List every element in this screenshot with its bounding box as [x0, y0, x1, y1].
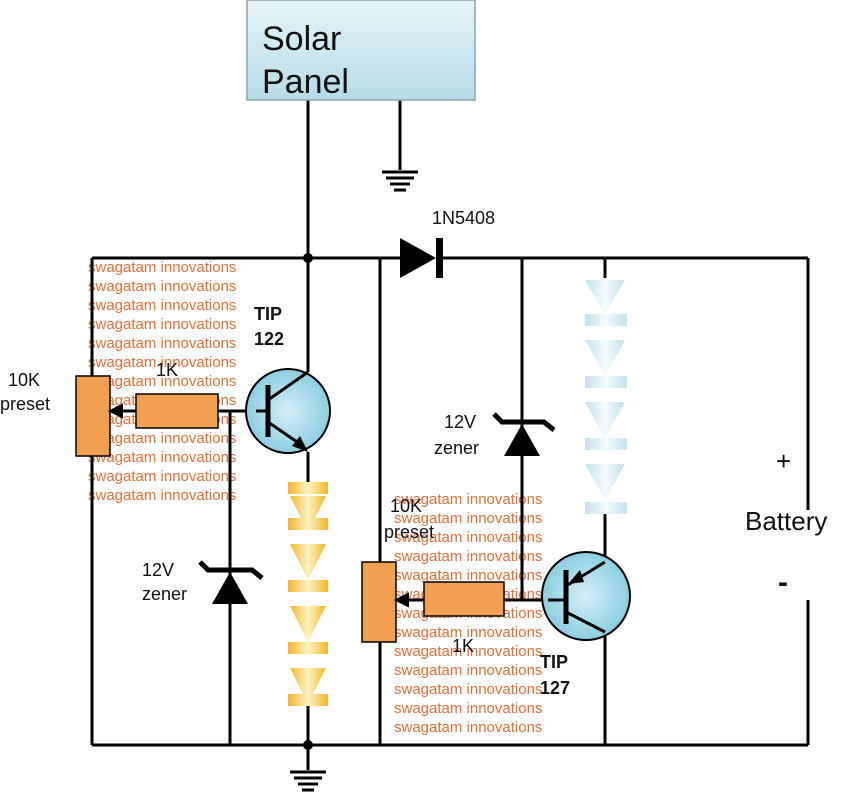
watermark-text: swagatam innovations [88, 468, 236, 485]
right-resistor-body [423, 581, 505, 617]
tip122-label-line1: TIP [254, 304, 282, 324]
right-preset: 10K preset [361, 496, 434, 643]
right-preset-body [361, 561, 397, 643]
ground-symbol-bottom [290, 770, 326, 792]
yellow-led-chain [288, 482, 328, 706]
junction-dot [303, 740, 313, 750]
right-preset-label-line1: 10K [390, 496, 422, 516]
left-preset-wiper-arrow [107, 403, 123, 419]
yellow-led [288, 606, 328, 654]
watermark-text: swagatam innovations [394, 567, 542, 584]
watermark-text: swagatam innovations [394, 681, 542, 698]
transistor-tip127: TIP 127 [540, 551, 631, 698]
watermark-text: swagatam innovations [88, 487, 236, 504]
blue-led [585, 464, 627, 514]
left-preset-label-line1: 10K [8, 370, 40, 390]
watermark-text: swagatam innovations [88, 297, 236, 314]
watermark-text: swagatam innovations [394, 643, 542, 660]
diode-triangle [400, 238, 436, 278]
solar-panel: Solar Panel [246, 0, 476, 101]
left-zener-bar [198, 560, 264, 580]
right-zener-triangle [504, 424, 540, 456]
left-zener: 12V zener [142, 560, 264, 604]
left-preset-label-line2: preset [0, 394, 50, 414]
yellow-led [288, 668, 328, 706]
right-zener-bar [492, 412, 556, 432]
watermark-text: swagatam innovations [394, 491, 542, 508]
tip122-emitter-arrow [292, 436, 308, 452]
tip127-collector-lead [565, 610, 606, 634]
solar-panel-box [246, 0, 476, 101]
blue-led [585, 280, 627, 326]
tip122-emitter-lead [267, 420, 301, 446]
wires [90, 100, 810, 770]
tip127-emitter-arrow [568, 570, 584, 584]
left-zener-label-line2: zener [142, 584, 187, 604]
right-preset-label-line2: preset [384, 522, 434, 542]
battery: + Battery - [745, 446, 827, 599]
left-resistor-1k: 1K [135, 360, 219, 429]
blue-led [585, 402, 627, 450]
yellow-led [288, 544, 328, 592]
tip122-label-line2: 122 [254, 329, 284, 349]
transistor-tip122: TIP 122 [245, 304, 331, 454]
right-resistor-label: 1K [452, 636, 474, 656]
right-resistor-1k: 1K [423, 581, 505, 656]
watermark-text: swagatam innovations [394, 624, 542, 641]
watermark-text: swagatam innovations [88, 449, 236, 466]
watermark-text: swagatam innovations [394, 529, 542, 546]
battery-minus-sign: - [778, 566, 788, 599]
left-zener-label-line1: 12V [142, 560, 174, 580]
watermark-text: swagatam innovations [394, 662, 542, 679]
right-zener: 12V zener [434, 412, 556, 458]
solar-panel-label-line1: Solar [262, 20, 341, 58]
left-preset-body [75, 375, 111, 457]
right-zener-label-line1: 12V [444, 412, 476, 432]
watermark-text: swagatam innovations [88, 354, 236, 371]
watermark-text: swagatam innovations [394, 700, 542, 717]
battery-plus-sign: + [776, 446, 791, 476]
right-zener-label-line2: zener [434, 438, 479, 458]
left-resistor-body [135, 393, 219, 429]
tip127-label-line2: 127 [540, 678, 570, 698]
right-preset-wiper-arrow [393, 592, 409, 608]
watermark-text: swagatam innovations [88, 335, 236, 352]
watermark-text: swagatam innovations [88, 430, 236, 447]
blue-led [585, 340, 627, 388]
watermark-text: swagatam innovations [88, 259, 236, 276]
watermark-text: swagatam innovations [394, 548, 542, 565]
blue-led-chain [585, 280, 627, 514]
ground-symbol-top [382, 170, 418, 192]
tip127-label-line1: TIP [540, 652, 568, 672]
battery-label: Battery [745, 506, 827, 536]
tip127-body [541, 551, 631, 641]
left-zener-triangle [212, 572, 248, 604]
left-resistor-label: 1K [156, 360, 178, 380]
watermark-text: swagatam innovations [88, 373, 236, 390]
watermark-text: swagatam innovations [394, 510, 542, 527]
junction-dot [303, 253, 313, 263]
watermark-text: swagatam innovations [88, 278, 236, 295]
diode-1n5408: 1N5408 [400, 208, 495, 278]
diode-bar [436, 238, 443, 278]
watermark-text: swagatam innovations [394, 719, 542, 736]
watermark-text: swagatam innovations [88, 316, 236, 333]
tip122-collector-lead [267, 370, 309, 402]
left-preset: 10K preset [0, 370, 123, 457]
diode-label: 1N5408 [432, 208, 495, 228]
yellow-led [288, 482, 328, 532]
solar-panel-label-line2: Panel [262, 63, 349, 101]
